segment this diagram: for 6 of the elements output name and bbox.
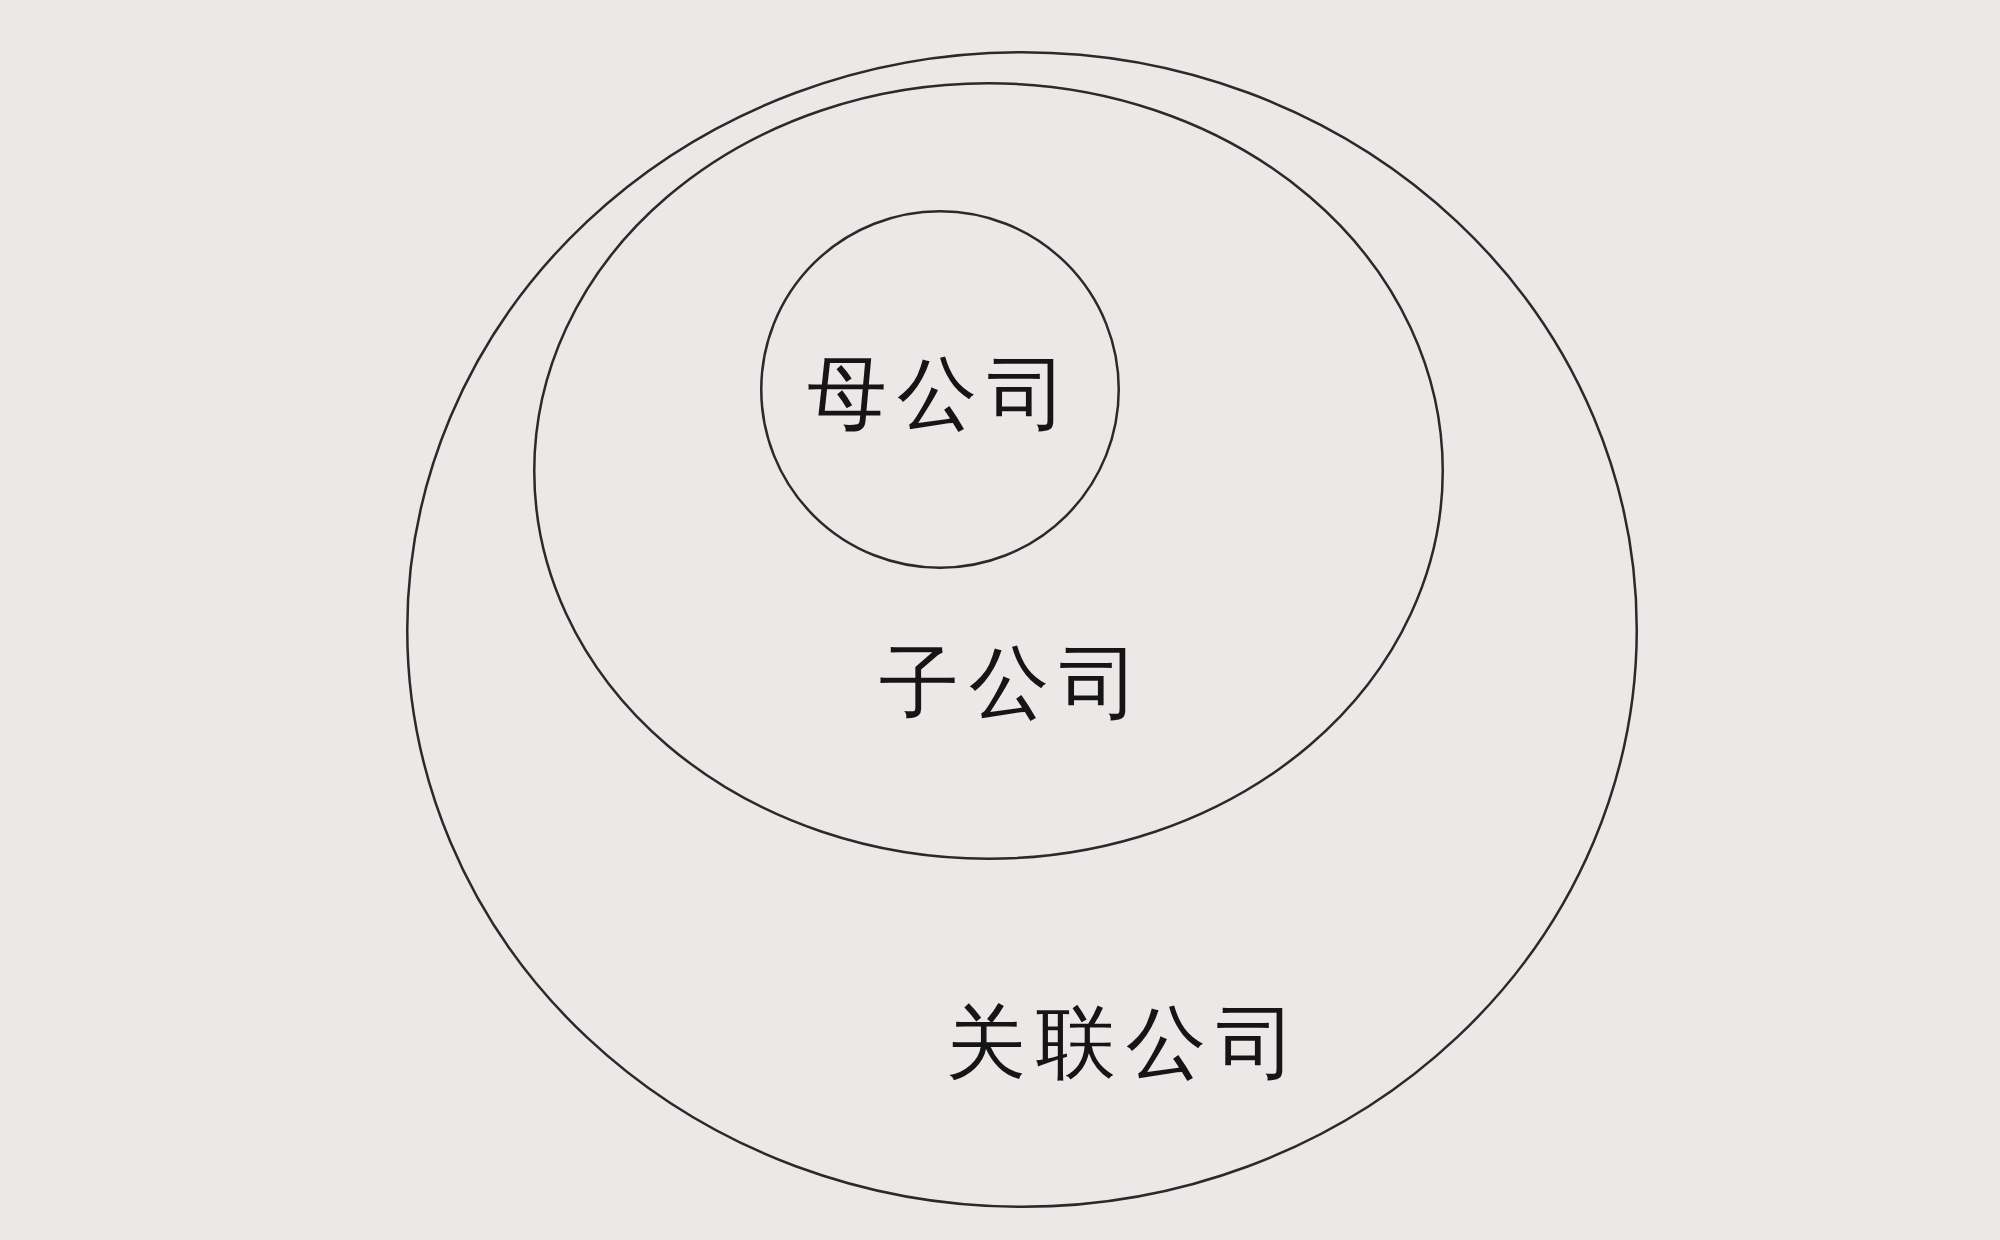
region-label: 母公司 [806, 354, 1077, 434]
region-label: 关联公司 [945, 1003, 1306, 1083]
region-label: 子公司 [878, 643, 1149, 723]
ellipse-region [760, 210, 1120, 569]
ellipse-region [406, 51, 1638, 1208]
ellipse-region [533, 82, 1444, 860]
